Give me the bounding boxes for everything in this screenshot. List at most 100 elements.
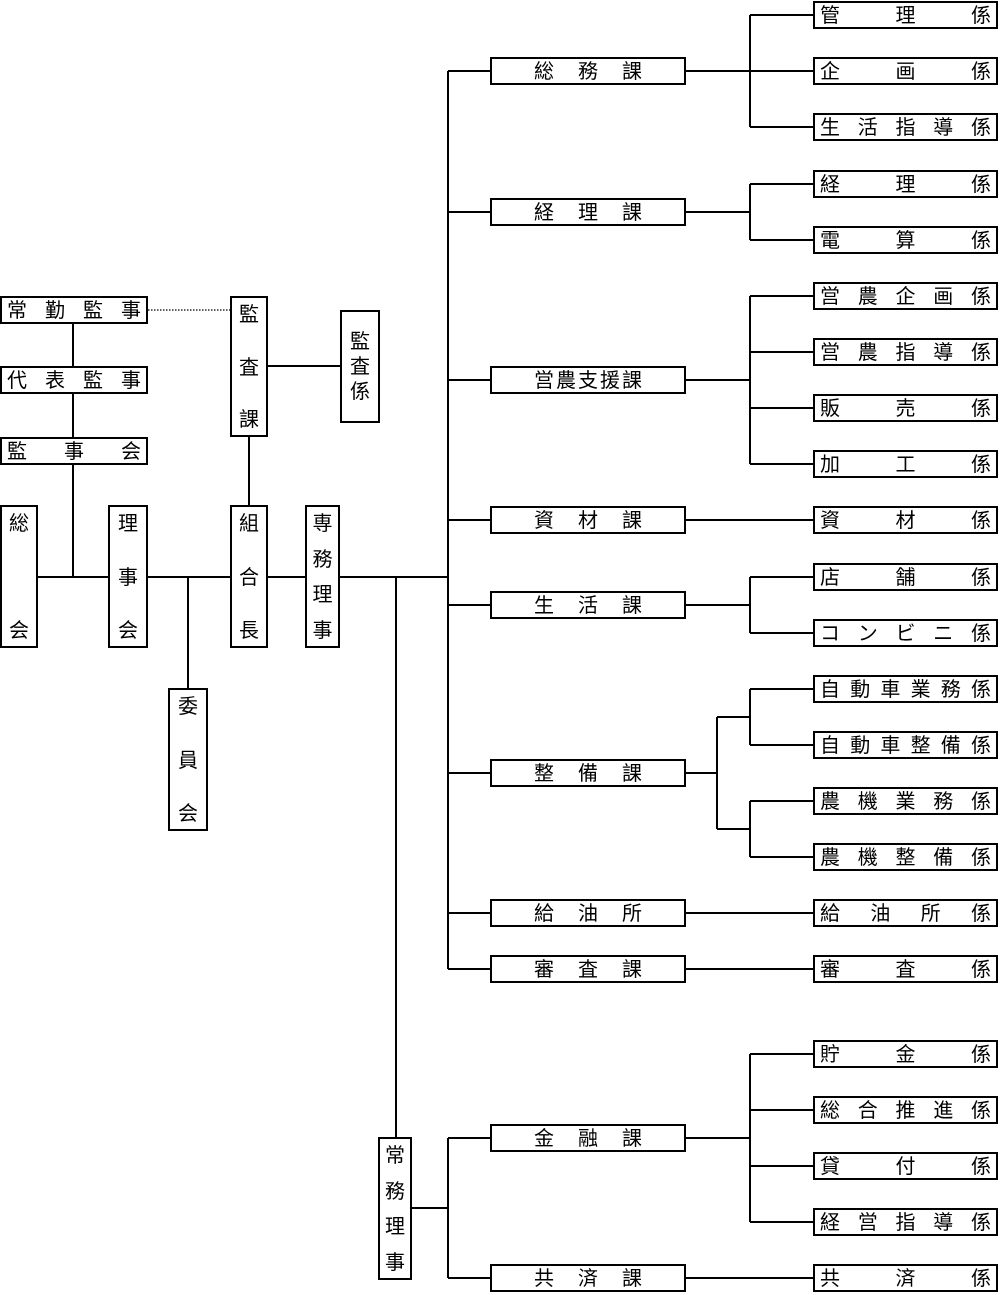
shinsa-kakari-char: 審 bbox=[820, 957, 840, 981]
kansa-ka-char: 査 bbox=[239, 354, 259, 379]
daihyo-kanji-char: 事 bbox=[121, 368, 141, 392]
shinsa-ka-char: 課 bbox=[622, 957, 642, 981]
einou-kikaku-kakari-char: 係 bbox=[971, 284, 991, 308]
kanri-kakari-box: 管理係 bbox=[813, 1, 998, 29]
kansa-ka-box: 監査課 bbox=[230, 296, 268, 437]
hanbai-kakari-box: 販売係 bbox=[813, 394, 998, 422]
densan-kakari-box: 電算係 bbox=[813, 226, 998, 254]
jidosha-seibi-kakari-char: 自 bbox=[820, 733, 840, 757]
jomu-riji-char: 事 bbox=[385, 1249, 405, 1274]
kyosai-ka-box: 共済課 bbox=[490, 1264, 686, 1292]
tenpo-kakari-char: 係 bbox=[971, 565, 991, 589]
shizai-ka-char: 資 bbox=[534, 508, 554, 532]
jokin-kanji-char: 勤 bbox=[45, 298, 65, 322]
noki-seibi-kakari-char: 備 bbox=[933, 845, 954, 869]
seikatsu-ka-box: 生活課 bbox=[490, 591, 686, 619]
kansa-kakari-box: 監査係 bbox=[340, 310, 380, 423]
chokin-kakari-char: 係 bbox=[971, 1042, 991, 1066]
somu-ka-char: 課 bbox=[622, 59, 642, 83]
somu-ka-char: 務 bbox=[578, 59, 598, 83]
noki-seibi-kakari-char: 機 bbox=[857, 845, 878, 869]
densan-kakari-char: 係 bbox=[971, 228, 991, 252]
einou-shido-kakari-char: 営 bbox=[820, 340, 840, 364]
einou-shido-kakari-char: 係 bbox=[971, 340, 991, 364]
seikatsu-shido-kakari-char: 活 bbox=[857, 115, 878, 139]
kyuyujo-kakari-char: 所 bbox=[920, 901, 941, 925]
sogo-suishin-kakari-char: 係 bbox=[971, 1098, 991, 1122]
seibi-ka-box: 整備課 bbox=[490, 759, 686, 787]
einou-kikaku-kakari-char: 農 bbox=[857, 284, 878, 308]
daihyo-kanji-char: 代 bbox=[7, 368, 27, 392]
jokin-kanji-box: 常勤監事 bbox=[0, 296, 148, 324]
noki-gyomu-kakari-char: 業 bbox=[895, 789, 916, 813]
einou-kikaku-kakari-char: 営 bbox=[820, 284, 840, 308]
senmu-riji-char: 事 bbox=[312, 617, 333, 642]
keiei-shido-kakari-char: 係 bbox=[971, 1210, 991, 1234]
kako-kakari-char: 工 bbox=[895, 452, 916, 476]
einou-shien-ka-box: 営農支援課 bbox=[490, 366, 686, 394]
einou-shien-ka-char: 農 bbox=[556, 368, 576, 392]
kansa-kakari-char: 査 bbox=[350, 354, 370, 378]
kikaku-kakari-char: 画 bbox=[895, 59, 916, 83]
jidosha-seibi-kakari-char: 動 bbox=[850, 733, 871, 757]
kanjikai-char: 会 bbox=[121, 439, 141, 463]
kashitsuke-kakari-char: 係 bbox=[971, 1154, 991, 1178]
kyosai-kakari-char: 共 bbox=[820, 1266, 840, 1290]
kako-kakari-char: 加 bbox=[820, 452, 840, 476]
seikatsu-ka-char: 課 bbox=[622, 593, 642, 617]
konbini-kakari-char: コ bbox=[820, 621, 840, 645]
einou-shido-kakari-char: 導 bbox=[933, 340, 954, 364]
tenpo-kakari-char: 舗 bbox=[895, 565, 916, 589]
einou-shido-kakari-char: 農 bbox=[857, 340, 878, 364]
jidosha-gyomu-kakari-char: 務 bbox=[940, 677, 961, 701]
daihyo-kanji-box: 代表監事 bbox=[0, 366, 148, 394]
kyosai-kakari-char: 済 bbox=[895, 1266, 916, 1290]
shinsa-ka-char: 査 bbox=[578, 957, 598, 981]
daihyo-kanji-char: 監 bbox=[83, 368, 103, 392]
keiei-shido-kakari-char: 経 bbox=[820, 1210, 840, 1234]
kyuyujo-kakari-char: 油 bbox=[870, 901, 891, 925]
shinsa-kakari-box: 審査係 bbox=[813, 955, 998, 983]
kyuyujo-kakari-char: 係 bbox=[970, 901, 991, 925]
kyosai-kakari-char: 係 bbox=[971, 1266, 991, 1290]
noki-seibi-kakari-box: 農機整備係 bbox=[813, 843, 998, 871]
kansa-kakari-char: 監 bbox=[350, 329, 370, 353]
konbini-kakari-box: コンビニ係 bbox=[813, 619, 998, 647]
keiei-shido-kakari-char: 指 bbox=[895, 1210, 916, 1234]
noki-seibi-kakari-char: 農 bbox=[820, 845, 840, 869]
kanjikai-char: 事 bbox=[64, 439, 84, 463]
einou-shien-ka-char: 営 bbox=[534, 368, 554, 392]
shinsa-ka-box: 審査課 bbox=[490, 955, 686, 983]
kashitsuke-kakari-box: 貸付係 bbox=[813, 1152, 998, 1180]
somu-ka-box: 総務課 bbox=[490, 57, 686, 85]
shizai-kakari-char: 材 bbox=[895, 508, 916, 532]
noki-gyomu-kakari-char: 機 bbox=[857, 789, 878, 813]
kyuyujo-char: 油 bbox=[578, 901, 598, 925]
densan-kakari-char: 算 bbox=[895, 228, 916, 252]
tenpo-kakari-box: 店舗係 bbox=[813, 563, 998, 591]
kyosai-ka-char: 済 bbox=[578, 1266, 598, 1290]
keiri-ka-char: 経 bbox=[534, 200, 554, 224]
kikaku-kakari-box: 企画係 bbox=[813, 57, 998, 85]
tenpo-kakari-char: 店 bbox=[820, 565, 840, 589]
jomu-riji-char: 理 bbox=[385, 1214, 405, 1239]
einou-shien-ka-char: 課 bbox=[622, 368, 642, 392]
senmu-riji-char: 専 bbox=[312, 511, 333, 535]
iinkai-char: 会 bbox=[178, 801, 198, 825]
keiri-ka-char: 理 bbox=[578, 200, 598, 224]
shizai-kakari-char: 資 bbox=[820, 508, 840, 532]
kyosai-kakari-box: 共済係 bbox=[813, 1264, 998, 1292]
kumiaicho-char: 長 bbox=[239, 618, 259, 642]
einou-shido-kakari-char: 指 bbox=[895, 340, 916, 364]
einou-kikaku-kakari-char: 画 bbox=[933, 284, 954, 308]
kanri-kakari-char: 管 bbox=[820, 3, 840, 27]
jomu-riji-char: 務 bbox=[385, 1178, 405, 1203]
noki-gyomu-kakari-char: 務 bbox=[933, 789, 954, 813]
connector-lines bbox=[38, 14, 813, 1279]
kako-kakari-box: 加工係 bbox=[813, 450, 998, 478]
noki-seibi-kakari-char: 係 bbox=[971, 845, 991, 869]
kansa-ka-char: 監 bbox=[239, 302, 259, 326]
sokai-box: 総会 bbox=[0, 505, 38, 648]
keiri-ka-box: 経理課 bbox=[490, 198, 686, 226]
